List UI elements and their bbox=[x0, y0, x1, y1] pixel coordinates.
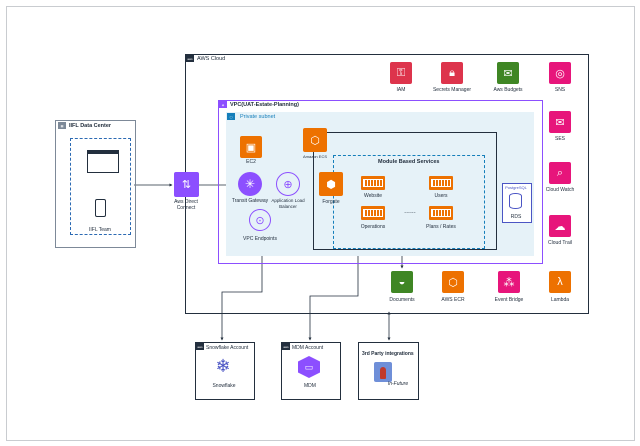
sns-label: SNS bbox=[554, 87, 566, 93]
secrets-manager-label: Secrets Manager bbox=[432, 87, 472, 93]
diagram-border bbox=[6, 6, 635, 441]
vpc-group bbox=[218, 100, 543, 264]
users-icon bbox=[429, 176, 453, 190]
lambda-label: Lambda bbox=[550, 297, 570, 303]
amazon-ecs-label: Amazon ECS bbox=[302, 154, 327, 159]
ses-icon: ✉ bbox=[549, 111, 571, 133]
browser-window-icon bbox=[87, 150, 119, 173]
rds-database-icon bbox=[509, 193, 522, 209]
load-balancer-icon: ⊕ bbox=[276, 172, 300, 196]
integration-person-icon bbox=[380, 367, 386, 379]
more-modules-ellipsis: ...... bbox=[404, 208, 416, 215]
documents-s3-icon: ◒ bbox=[391, 271, 413, 293]
rds-label: RDS bbox=[510, 214, 522, 220]
operations-label: Operations bbox=[360, 224, 386, 230]
load-balancer-label: Application Load Balancer bbox=[271, 198, 305, 209]
link-vpce-to-snowflake bbox=[220, 240, 263, 341]
amazon-ecs-icon: ⬡ bbox=[303, 128, 327, 152]
iam-label: IAM bbox=[396, 87, 406, 93]
direct-connect-label: Aws Direct Connect bbox=[174, 199, 198, 211]
subnet-title: Private subnet bbox=[240, 114, 276, 120]
fargate-icon: ⬢ bbox=[319, 172, 343, 196]
ecs-cluster-group bbox=[313, 132, 497, 250]
modules-group bbox=[333, 155, 485, 249]
operations-icon bbox=[361, 206, 385, 220]
vpc-endpoints-icon: ⊙ bbox=[249, 209, 271, 231]
transit-gateway-label: Transit Gateway bbox=[231, 198, 269, 204]
modules-title: Module Based Services bbox=[378, 159, 440, 165]
aws-ecr-label: AWS ECR bbox=[441, 297, 465, 303]
iifl-team-label: IIFL Team bbox=[89, 227, 111, 233]
datacenter-icon: ▦ bbox=[58, 122, 66, 129]
ec2-label: EC2 bbox=[246, 159, 256, 165]
datacenter-title: IIFL Data Center bbox=[69, 123, 112, 129]
users-label: Users bbox=[434, 193, 448, 199]
secrets-manager-icon: 🔒︎ bbox=[441, 62, 463, 84]
website-icon bbox=[361, 176, 385, 190]
documents-label: Documents bbox=[389, 297, 415, 303]
datacenter-inner bbox=[70, 138, 131, 235]
aws-budgets-label: Aws Budgets bbox=[493, 87, 523, 93]
ses-label: SES bbox=[554, 136, 565, 142]
snowflake-account-group bbox=[195, 342, 255, 400]
vpc-endpoints-label: VPC Endpoints bbox=[243, 236, 277, 242]
mdm-aws-logo-icon: aws bbox=[282, 343, 290, 350]
in-future-label: In-Future bbox=[387, 381, 409, 387]
cloud-watch-label: Cloud Watch bbox=[545, 187, 575, 193]
plans-rates-icon bbox=[429, 206, 453, 220]
mdm-icon: ▭ bbox=[298, 356, 320, 378]
sns-icon: ◎ bbox=[549, 62, 571, 84]
aws-logo-icon: aws bbox=[186, 55, 194, 62]
aws-ecr-icon: ⬡ bbox=[442, 271, 464, 293]
vpc-icon: ◈ bbox=[219, 101, 227, 108]
snowflake-aws-logo-icon: aws bbox=[196, 343, 204, 350]
subnet-lock-icon: ▢ bbox=[227, 113, 235, 120]
datacenter-group bbox=[55, 120, 136, 248]
lambda-icon: λ bbox=[549, 271, 571, 293]
event-bridge-icon: ⁂ bbox=[498, 271, 520, 293]
mobile-phone-icon bbox=[95, 199, 106, 217]
cloud-trail-label: Cloud Trail bbox=[548, 240, 572, 246]
iam-icon: ⚿ bbox=[390, 62, 412, 84]
mdm-label: MDM bbox=[304, 383, 316, 389]
direct-connect-icon: ⇅ bbox=[174, 172, 199, 197]
third-party-group bbox=[358, 342, 419, 400]
mdm-account-group bbox=[281, 342, 341, 400]
transit-gateway-icon: ✳ bbox=[238, 172, 262, 196]
aws-cloud-title: AWS Cloud bbox=[197, 56, 226, 62]
aws-budgets-icon: ✉ bbox=[497, 62, 519, 84]
plans-rates-label: Plans / Rates bbox=[426, 224, 456, 230]
event-bridge-label: Event Bridge bbox=[494, 297, 524, 303]
mdm-account-title: MDM Account bbox=[292, 345, 324, 351]
postgres-badge: PostgreSQL bbox=[505, 185, 527, 190]
snowflake-account-title: Snowflake Account bbox=[206, 345, 249, 351]
fargate-label: Forgate bbox=[322, 199, 340, 205]
ec2-icon: ▣ bbox=[240, 136, 262, 158]
link-fargate-to-mdm bbox=[308, 252, 359, 341]
website-label: Website bbox=[364, 193, 382, 199]
snowflake-label: Snowflake bbox=[212, 383, 236, 389]
cloud-watch-icon: ⌕ bbox=[549, 162, 571, 184]
third-party-title: 3rd Party integrations bbox=[362, 351, 414, 357]
snowflake-icon: ❄ bbox=[215, 356, 231, 376]
cloud-trail-icon: ☁ bbox=[549, 215, 571, 237]
vpc-title: VPC(UAT-Estate-Planning) bbox=[230, 102, 299, 108]
